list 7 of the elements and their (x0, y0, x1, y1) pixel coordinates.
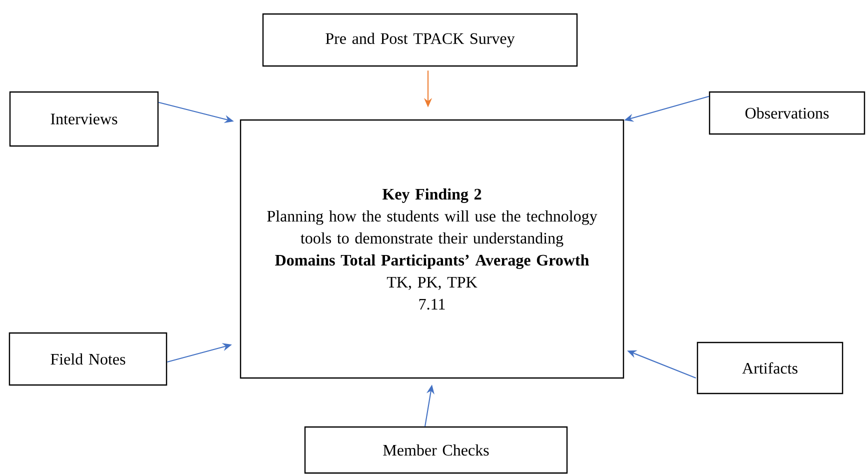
source-box: Field Notes (8, 332, 168, 386)
source-box: Artifacts (696, 342, 844, 394)
source-box: Interviews (9, 91, 159, 147)
source-box: Pre and Post TPACK Survey (262, 13, 578, 67)
finding-box: Key Finding 2 Planning how the students will use the technology tools to demonstrate their understanding Domains Total Participants’ Average Growth TK, PK, TPK 7.11 (240, 119, 624, 379)
source-box: Member Checks (304, 426, 568, 474)
source-box: Observations (708, 91, 866, 135)
